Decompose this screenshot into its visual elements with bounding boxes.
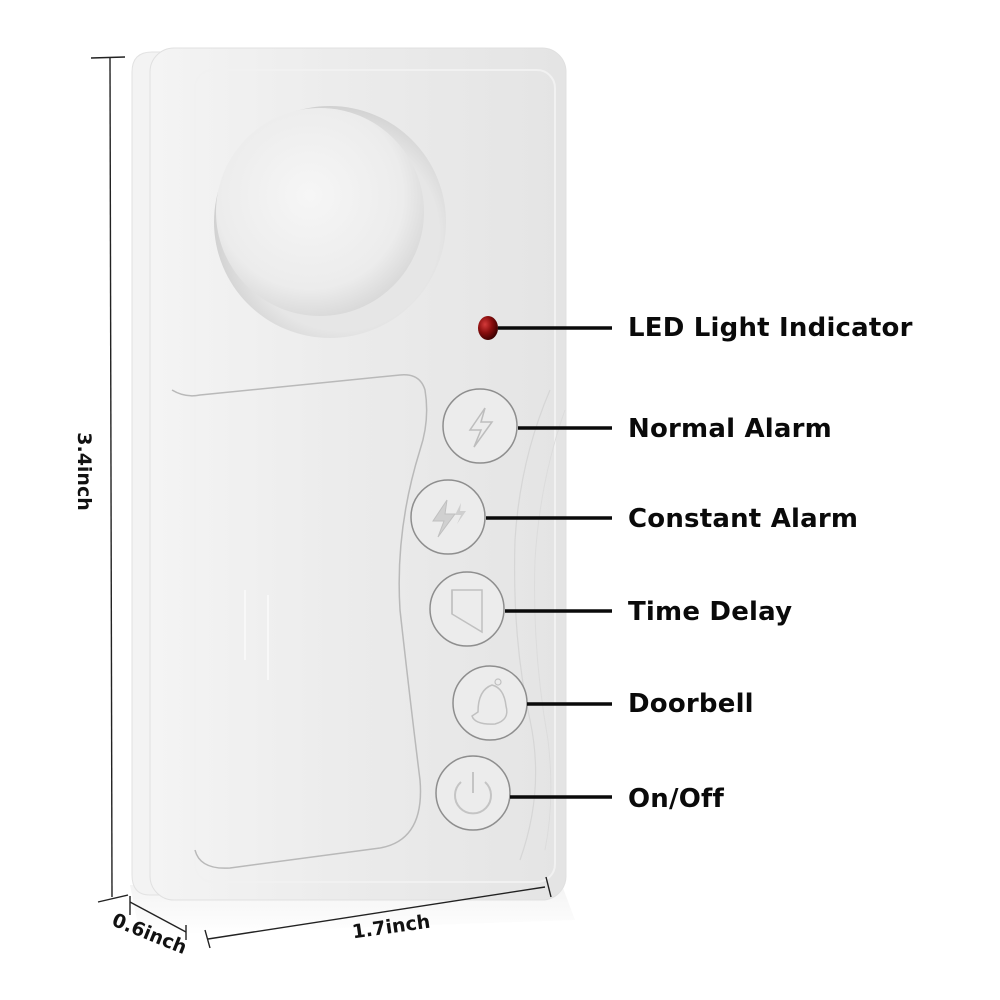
button-doorbell[interactable] [452,665,528,741]
power-icon [454,781,492,815]
button-constant-alarm[interactable] [410,479,486,555]
callout-normal-alarm: Normal Alarm [628,414,832,444]
callout-on-off: On/Off [628,784,725,814]
button-on-off[interactable] [435,755,511,831]
led-indicator [478,316,498,340]
callout-time-delay: Time Delay [628,597,793,627]
callout-constant-alarm: Constant Alarm [628,504,859,534]
button-time-delay[interactable] [429,571,505,647]
callout-lines [486,326,612,799]
button-normal-alarm[interactable] [442,388,518,464]
lightning-icon [468,407,494,448]
bell-icon [471,684,508,725]
callout-doorbell: Doorbell [628,689,754,719]
callout-led: LED Light Indicator [628,313,913,343]
dimension-height: 3.4inch [72,432,95,511]
double-lightning-icon [432,499,456,538]
dimension-lines [90,56,552,949]
